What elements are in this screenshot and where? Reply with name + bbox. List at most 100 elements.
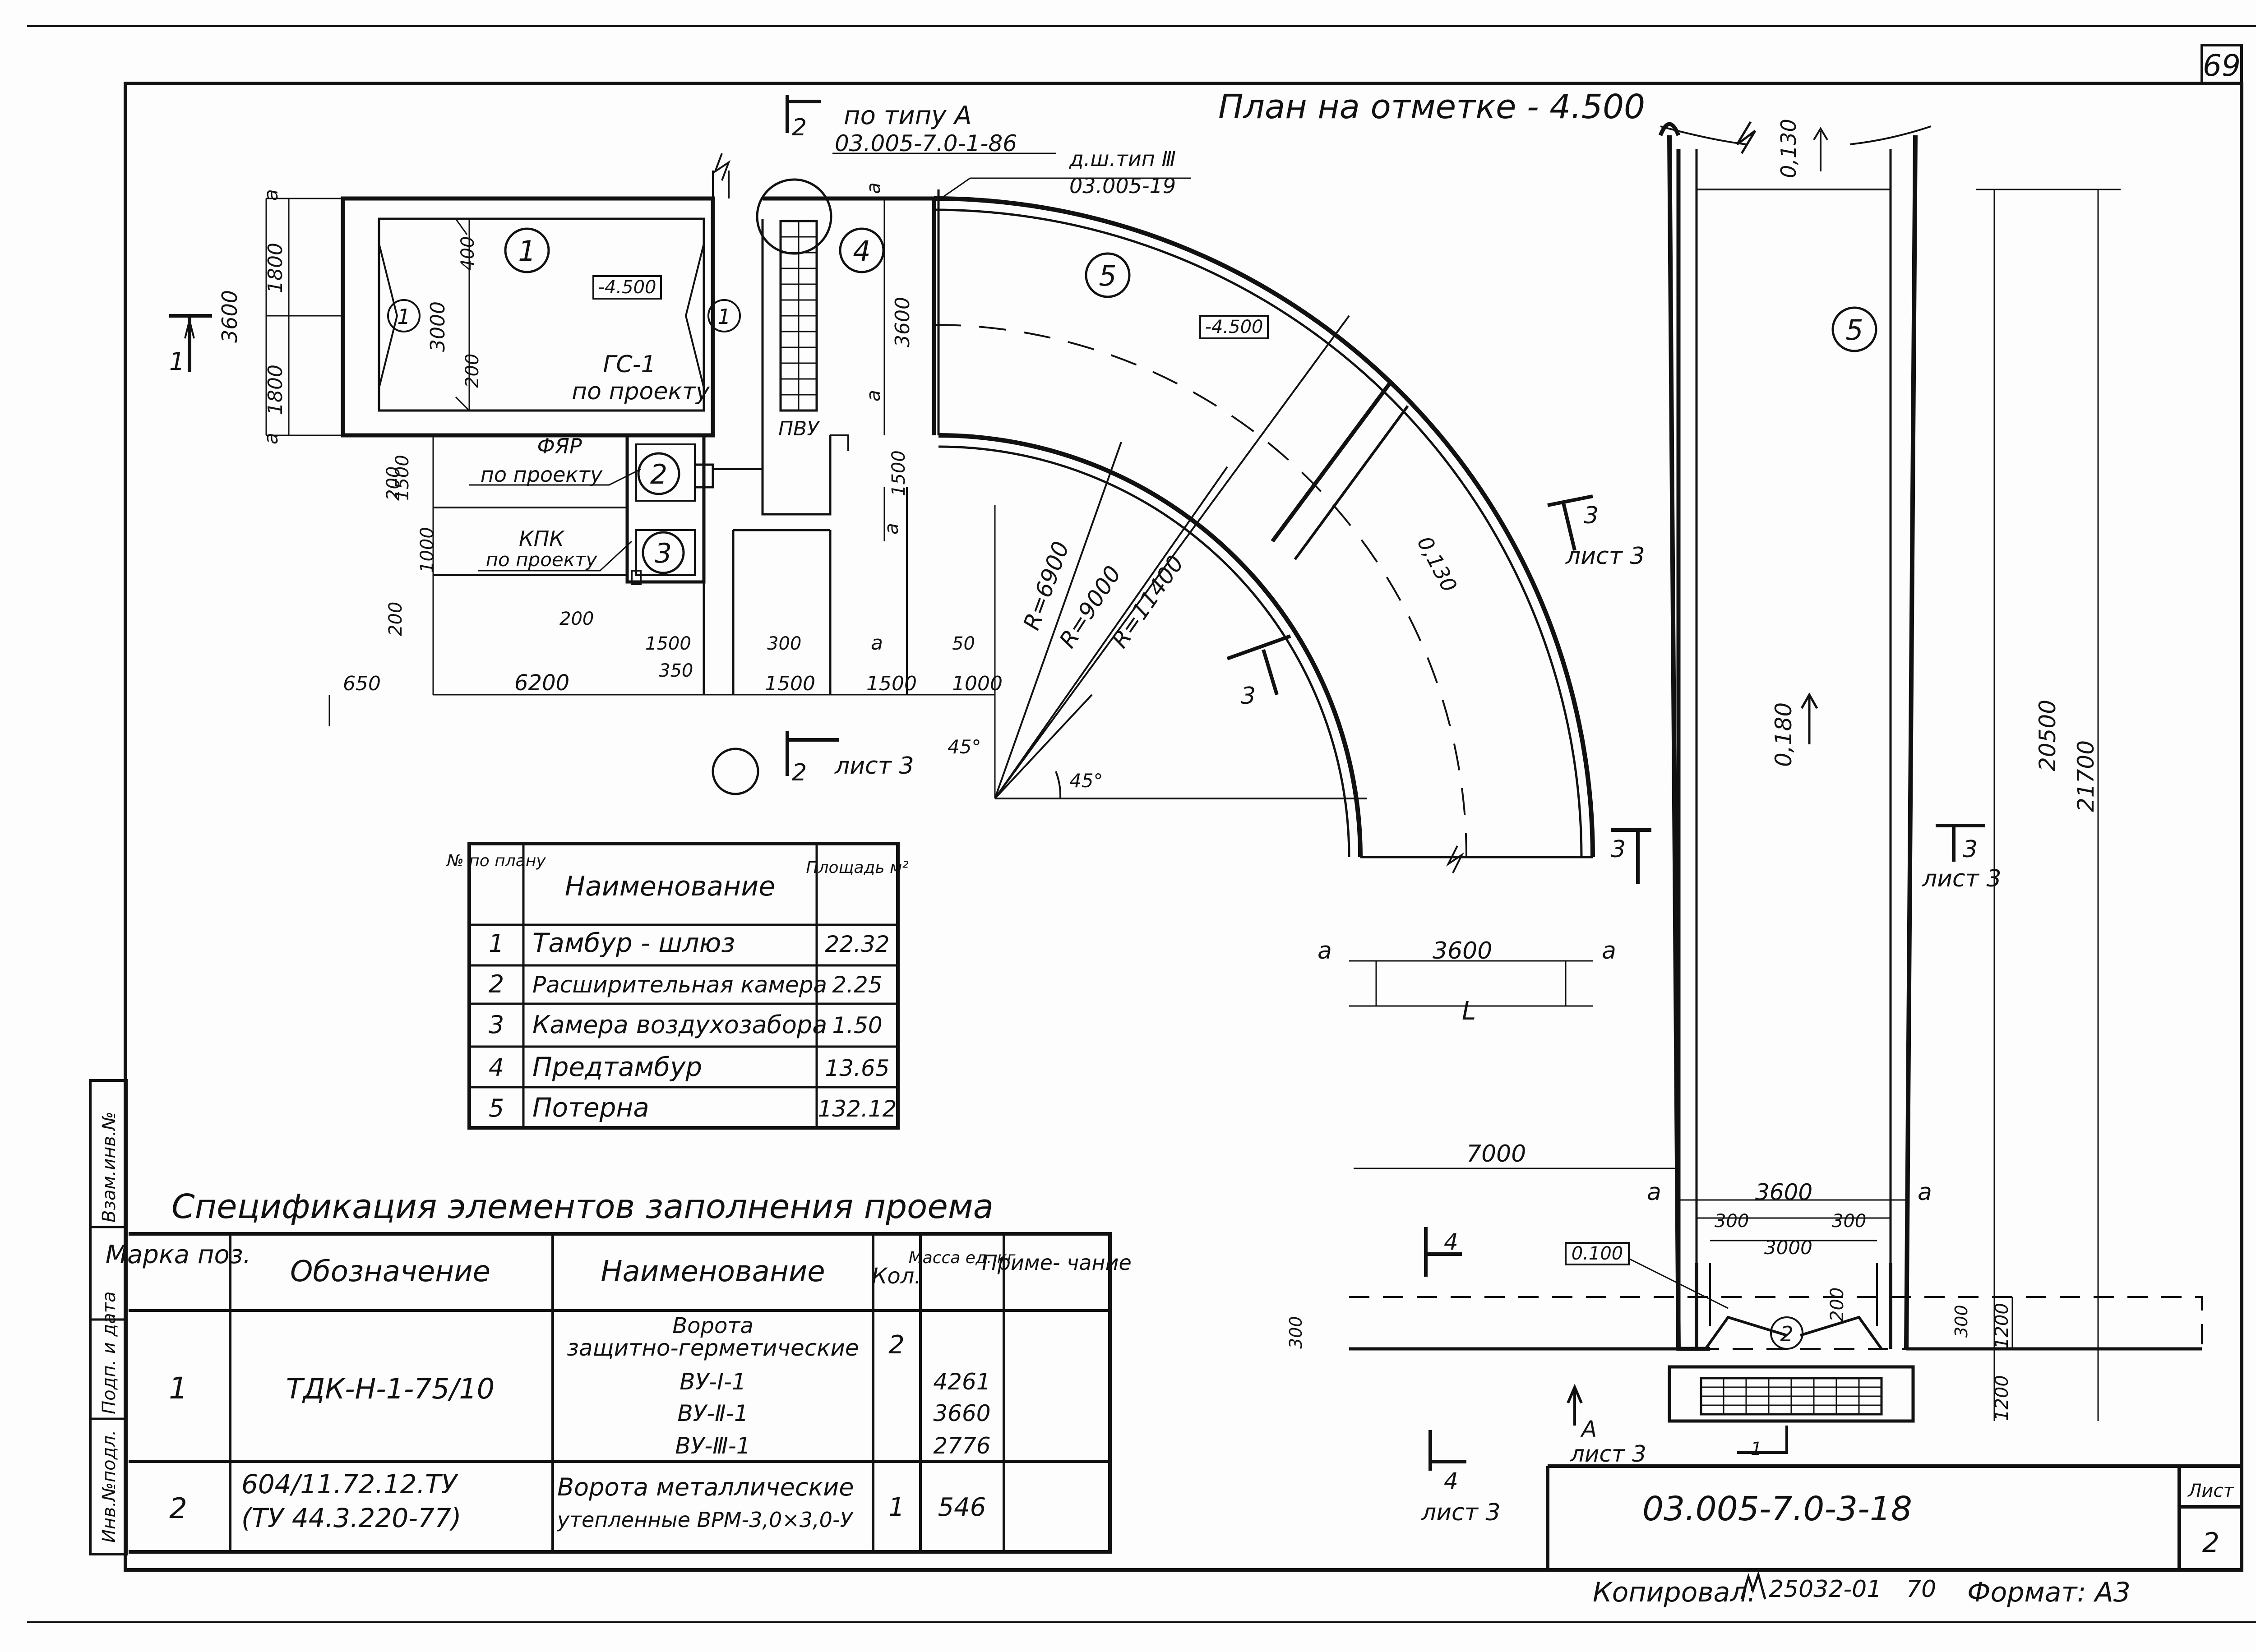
stamp-inv-podl: Инв.№подл. (99, 1430, 120, 1543)
area-table-header-area: Площадь м² (806, 858, 908, 877)
fyar-sub-label: по проекту (481, 462, 603, 487)
left-rooms (341, 153, 940, 695)
sectionA-sheet: лист 3 (1570, 1441, 1646, 1467)
dim-a-v3: а (862, 390, 884, 401)
spec-row-1-mark: 1 (169, 1371, 188, 1406)
area-row-4-area: 13.65 (825, 1055, 889, 1081)
section-top-label: по типу А (844, 101, 972, 130)
dim-1800-a: 1800 (264, 243, 287, 293)
room-label-5a: 5 (1099, 259, 1116, 292)
spec-row-2-qty: 1 (888, 1493, 905, 1522)
section3-a-sheet: лист 3 (1565, 543, 1645, 570)
area-row-1-name: Тамбур - шлюз (532, 928, 735, 958)
section3-d-sheet: лист 3 (1922, 865, 2002, 892)
radius-11400: R=11400 (1106, 551, 1189, 653)
area-row-2-area: 2.25 (832, 972, 882, 998)
dim-300: 300 (767, 633, 801, 654)
spec-row-1-name-4: ВУ-Ⅱ-1 (677, 1400, 748, 1426)
dimension-labels: 3600 1800 1800 3000 400 200 3600 1500 15… (217, 182, 2099, 1421)
dim-1500-h2: 1500 (765, 672, 815, 695)
slope-shaft: 0,180 (1771, 702, 1797, 767)
dim-21700: 21700 (2073, 740, 2099, 812)
spec-header-code: Обозначение (290, 1255, 490, 1288)
gate-label-2: 2 (1780, 1322, 1793, 1346)
section4-top-number: 4 (1444, 1229, 1458, 1255)
spec-header-qty: Кол. (872, 1264, 921, 1289)
dim-1000-v: 1000 (417, 527, 438, 573)
area-row-3-area: 1.50 (832, 1012, 882, 1038)
angle-label-2: 45° (1069, 770, 1103, 792)
section3-a-number: 3 (1584, 502, 1599, 529)
section-top-code: 03.005-7.0-1-86 (835, 130, 1017, 157)
dim-3600-mid: 3600 (891, 297, 914, 347)
dim-650: 650 (343, 672, 381, 695)
dim-a-v1: а (260, 189, 282, 201)
plan-title: План на отметке - 4.500 (1218, 88, 1645, 126)
dim-300-shaft-4: 300 (1951, 1305, 1971, 1338)
spec-row-1-name-5: ВУ-Ⅲ-1 (675, 1433, 750, 1459)
side-stamp: Инв.№подл. Подп. и дата Взам.инв.№ (89, 1079, 128, 1555)
spec-table-text: Марка поз. Обозначение Наименование Кол.… (106, 1240, 1132, 1533)
spec-table (129, 1232, 1112, 1554)
spec-row-1-qty: 2 (888, 1330, 905, 1360)
spec-row-1-name-1: Ворота (672, 1313, 754, 1338)
dim-3600-left: 3600 (217, 290, 242, 343)
gs1-label: ГС-1 (603, 351, 656, 378)
area-row-1-num: 1 (489, 929, 504, 958)
area-row-2-name: Расширительная камера (532, 972, 827, 998)
room-label-3: 3 (655, 538, 672, 569)
room-markers (387, 227, 1877, 1350)
dim-a-1: а (871, 632, 883, 655)
slope-top: 0,130 (1776, 119, 1801, 178)
section3-c-number: 3 (1611, 836, 1626, 863)
room-label-4: 4 (853, 235, 870, 268)
sectionA-letter: А (1580, 1416, 1597, 1442)
section1-bottom-number: 1 (1751, 1439, 1762, 1459)
spec-row-1-mass-2: 3660 (933, 1400, 990, 1426)
dim-a-v4: а (880, 523, 902, 535)
area-table (467, 842, 900, 1130)
area-row-3-num: 3 (489, 1011, 504, 1039)
elevation-bottom: 0.100 (1572, 1243, 1623, 1264)
copier-signature (1740, 1570, 1766, 1600)
spec-row-1-mass-3: 2776 (933, 1433, 990, 1459)
pvu-label: ПВУ (778, 417, 820, 440)
radius-6900: R=6900 (1018, 538, 1074, 633)
spec-row-2-name-2: утепленные ВРМ-3,0×3,0-У (556, 1508, 854, 1532)
dim-1500-h1: 1500 (645, 633, 691, 654)
footer-copied-number-2: 70 (1906, 1576, 1936, 1603)
footer: Копировал: 25032-01 70 Формат: А3 (1593, 1570, 2131, 1608)
dim-200-h: 200 (559, 609, 594, 629)
dim-a-v2: а (260, 433, 282, 444)
area-table-header-num: № по плану (446, 852, 546, 870)
stamp-podp-data: Подп. и дата (99, 1292, 120, 1414)
stamp-vzam-inv: Взам.инв.№ (99, 1112, 120, 1223)
dim-a-bottom-left: а (1318, 937, 1332, 964)
area-row-5-name: Потерна (532, 1092, 649, 1123)
dim-1500-v1: 1500 (392, 455, 413, 501)
elevation-room1: -4.500 (598, 277, 656, 298)
title-block-sheet-label: Лист (2187, 1481, 2234, 1501)
dim-400: 400 (458, 236, 478, 271)
gate-label-1a: 1 (397, 305, 410, 329)
spec-row-1-name-3: ВУ-Ⅰ-1 (680, 1369, 746, 1395)
dim-1500-h3: 1500 (866, 672, 917, 695)
spec-row-1-name-2: защитно-герметические (567, 1335, 859, 1361)
section3-b-number: 3 (1241, 683, 1256, 710)
spec-row-2-mark: 2 (169, 1492, 187, 1525)
dim-6200: 6200 (514, 670, 569, 696)
dim-a-bottom-right: а (1602, 937, 1616, 964)
spec-header-mass: Масса ед. кг (909, 1249, 1016, 1267)
dim-a-top: а (862, 182, 884, 194)
room-numbers: 1 2 3 4 5 5 1 1 2 (397, 235, 1863, 1346)
dimension-lines (265, 189, 2121, 1421)
spec-row-2-code-1: 604/11.72.12.ТУ (241, 1469, 458, 1500)
room-label-5b: 5 (1845, 314, 1863, 346)
shaft-label: д.ш.тип Ⅲ (1069, 147, 1176, 171)
area-row-3-name: Камера воздухозабора (532, 1011, 827, 1039)
title-block-sheet-value: 2 (2202, 1527, 2219, 1559)
section4-sheet: лист 3 (1421, 1499, 1501, 1526)
sheet-frame (27, 25, 2256, 1623)
dim-1500-v2: 1500 (888, 450, 909, 496)
